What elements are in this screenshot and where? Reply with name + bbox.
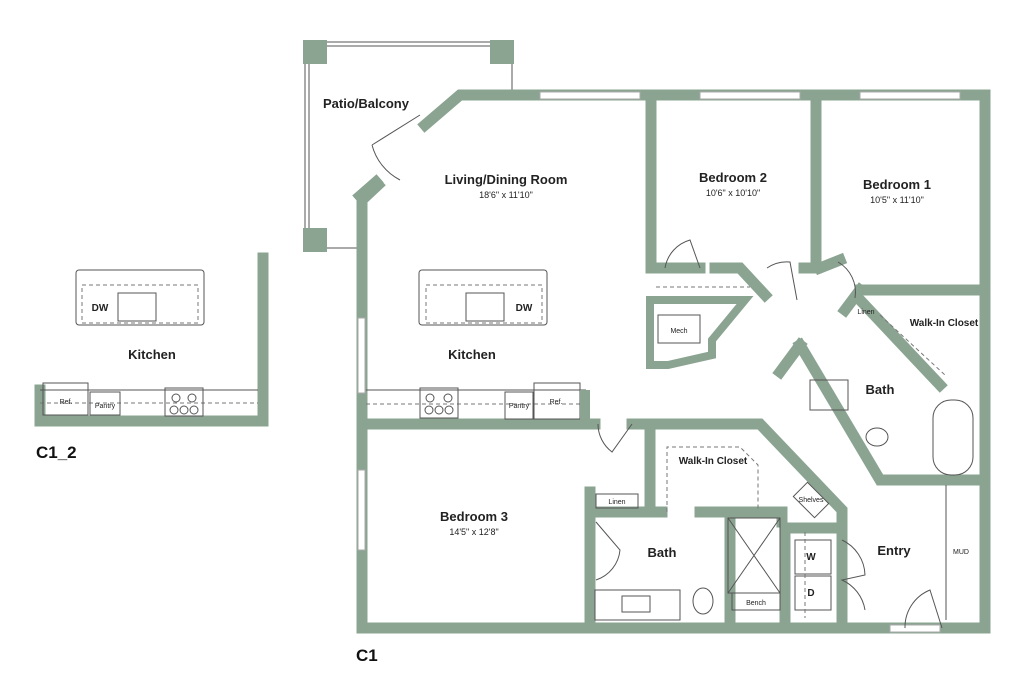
- mech-label: Mech: [670, 328, 687, 335]
- plan-label-main: C1: [356, 646, 378, 665]
- alt-kitchen-label: Kitchen: [128, 347, 176, 362]
- kitchen-label: Kitchen: [448, 347, 496, 362]
- bedroom2-label: Bedroom 2: [699, 170, 767, 185]
- bench-label: Bench: [746, 600, 766, 607]
- walls: [352, 89, 991, 634]
- shelves-label: Shelves: [799, 497, 824, 504]
- living-dim: 18'6" x 11'10": [479, 190, 533, 200]
- walkin1-label: Walk-In Closet: [910, 318, 979, 329]
- washer-label: W: [806, 552, 816, 563]
- alt-dw-label: DW: [92, 303, 109, 314]
- bedroom3-label: Bedroom 3: [440, 509, 508, 524]
- bedroom1-dim: 10'5" x 11'10": [870, 195, 924, 205]
- plan-label-alt: C1_2: [36, 443, 77, 462]
- living-label: Living/Dining Room: [445, 172, 568, 187]
- dw-label: DW: [516, 303, 533, 314]
- patio-label: Patio/Balcony: [323, 96, 410, 111]
- dryer-label: D: [807, 588, 814, 599]
- mud-label: MUD: [953, 549, 969, 556]
- bath1-label: Bath: [866, 382, 895, 397]
- patio: Patio/Balcony: [303, 40, 514, 252]
- alt-pantry-label: Pantry: [95, 403, 116, 410]
- alt-kitchen-plan: DW Kitchen Ref. Pantry: [34, 252, 269, 427]
- bedroom1-label: Bedroom 1: [863, 177, 931, 192]
- bath2-label: Bath: [648, 545, 677, 560]
- bedroom3-dim: 14'5" x 12'8": [449, 527, 498, 537]
- alt-ref-label: Ref.: [60, 399, 73, 406]
- pantry-label: Pantry: [509, 403, 530, 410]
- walkin2-label: Walk-In Closet: [679, 456, 748, 467]
- entry-label: Entry: [877, 543, 911, 558]
- ref-label: Ref.: [550, 399, 563, 406]
- linen-label-1: Linen: [857, 309, 874, 316]
- bedroom2-dim: 10'6" x 10'10": [706, 188, 760, 198]
- linen-label-2: Linen: [608, 499, 625, 506]
